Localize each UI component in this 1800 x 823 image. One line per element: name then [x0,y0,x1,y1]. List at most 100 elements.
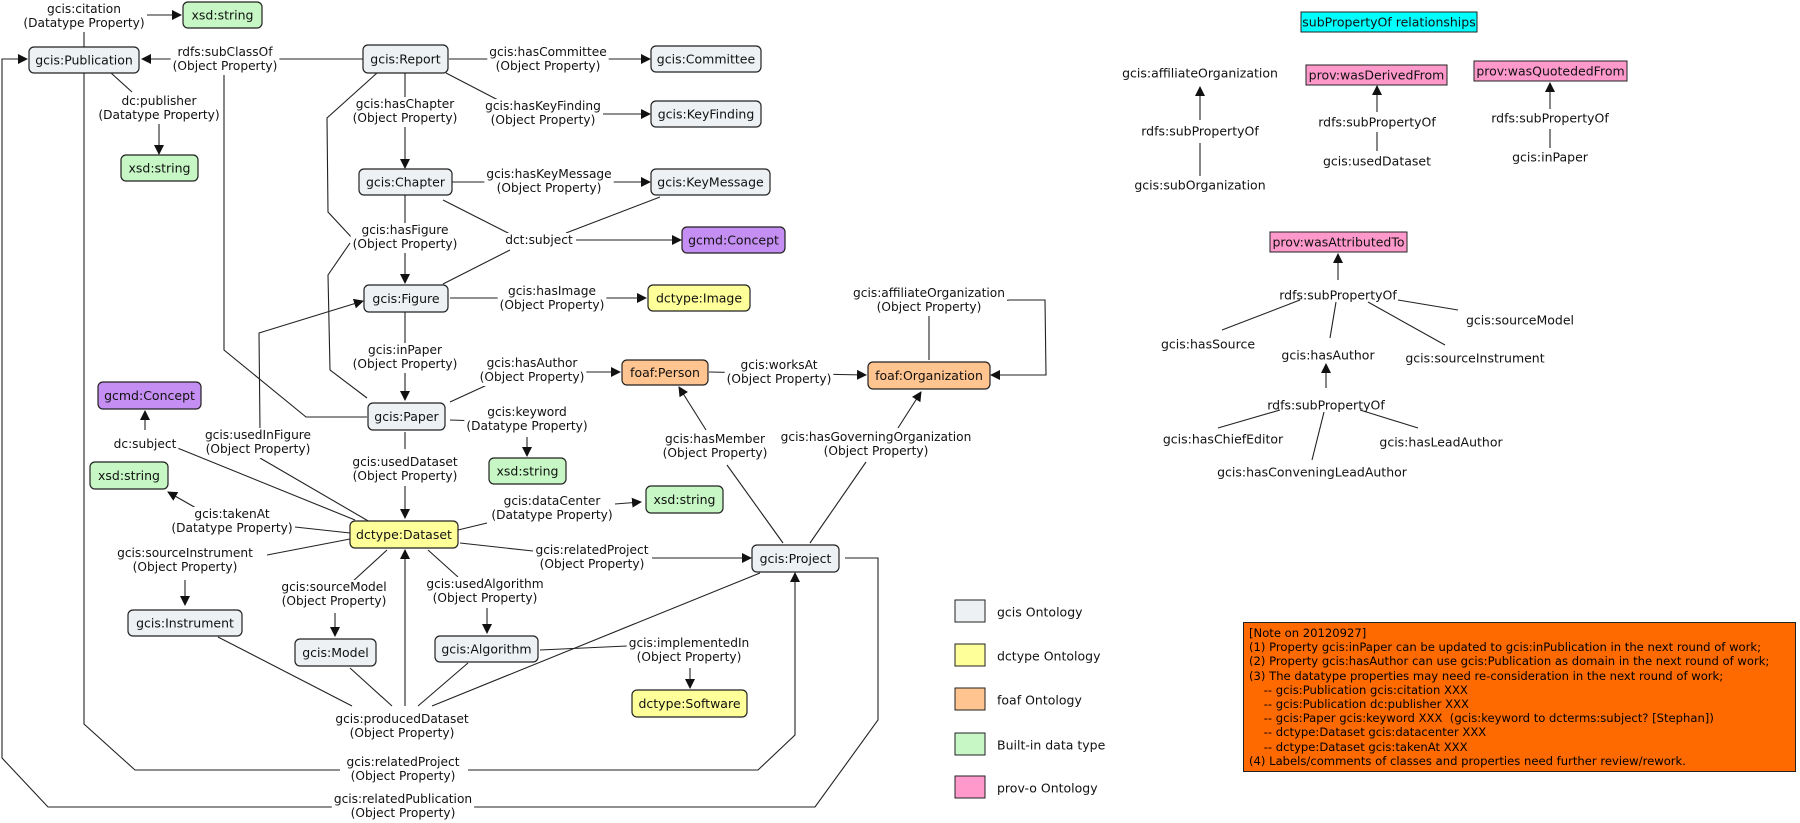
edge-label-line: (Object Property) [663,446,768,460]
sp-edge-4-hasauthor [1329,301,1337,339]
sp-has-convening-lead-author: gcis:hasConveningLeadAuthor [1217,465,1408,480]
edge-implementedin-a [539,645,628,651]
edge-label-line: gcis:producedDataset [335,712,469,726]
sp-affiliate-org: gcis:affiliateOrganization [1122,66,1278,81]
svg-text:xsd:string: xsd:string [129,161,191,176]
edge-label-line: (Datatype Property) [466,419,587,433]
sp-edge-4-sourceinstrument [1367,301,1446,346]
svg-text:gcis:Algorithm: gcis:Algorithm [441,642,531,657]
svg-text:dctype:Software: dctype:Software [638,696,740,711]
node-figure: gcis:Figure [363,284,449,313]
node-publication: gcis:Publication [28,46,140,74]
edge-relatedpublication-a [1,54,336,808]
label-implementedin: gcis:implementedIn(Object Property) [626,636,752,666]
node-xsd-string-pub: xsd:string [120,154,199,182]
edge-label-line: dc:publisher [121,94,197,108]
label-hasfigure: gcis:hasFigure(Object Property) [350,223,460,253]
legend-swatch [954,732,986,756]
edge-takenat-b [294,526,351,534]
edge-relatedproject-pub [83,73,340,771]
note-line: (4) Labels/comments of classes and prope… [1249,753,1686,768]
edge-label-line: gcis:inPaper [368,343,443,357]
edge-label-line: dct:subject [505,233,573,247]
svg-text:gcis:KeyFinding: gcis:KeyFinding [658,107,755,122]
node-keymessage: gcis:KeyMessage [650,168,771,196]
edge-label-line: gcis:hasGoverningOrganization [781,430,972,444]
sp-subpropertyof-3: rdfs:subPropertyOf [1491,111,1609,126]
sp-has-author: gcis:hasAuthor [1281,348,1375,363]
svg-text:xsd:string: xsd:string [192,8,254,23]
edge-label-line: gcis:takenAt [194,507,269,521]
svg-text:prov:wasQuotededFrom: prov:wasQuotededFrom [1476,64,1624,79]
sp-was-attributed-to: prov:wasAttributedTo [1269,231,1408,253]
sp-edge-5-convening [1311,411,1325,461]
label-subclassof: rdfs:subClassOf(Object Property) [170,45,280,75]
sp-was-quoted-from: prov:wasQuotededFrom [1473,60,1628,82]
node-paper: gcis:Paper [367,402,446,431]
sp-has-source: gcis:hasSource [1161,337,1255,352]
svg-text:gcis:Model: gcis:Model [302,645,369,660]
note-line: -- gcis:Paper gcis:keyword XXX (gcis:key… [1249,711,1714,726]
edge-label-line: gcis:sourceInstrument [117,546,253,560]
label-dcsubject: dc:subject [111,437,179,453]
svg-text:prov:wasDerivedFrom: prov:wasDerivedFrom [1309,68,1445,83]
node-xsd-string-top: xsd:string [182,1,263,29]
node-xsd-string-datacenter: xsd:string [645,485,724,514]
edge-label-line: (Datatype Property) [23,16,144,30]
edge-label-line: (Object Property) [353,237,458,251]
legend-label: foaf Ontology [997,693,1082,708]
edge-label-line: (Object Property) [727,372,832,386]
edge-report-hasfigure [326,72,378,241]
edge-label-line: (Object Property) [480,370,585,384]
edge-label-line: rdfs:subClassOf [177,45,273,59]
svg-text:xsd:string: xsd:string [654,492,716,507]
edge-label-line: (Object Property) [353,111,458,125]
edge-label-line: gcis:usedAlgorithm [426,577,543,591]
label-hasmember: gcis:hasMember(Object Property) [660,432,770,462]
edge-label-line: (Object Property) [353,357,458,371]
legend-swatch [954,687,986,711]
edge-relatedproject-ds [459,542,534,552]
label-worksat: gcis:worksAt(Object Property) [724,358,834,388]
edge-dctsubject-figure [442,249,511,285]
node-report: gcis:Report [362,44,449,74]
node-person: foaf:Person [621,359,709,386]
svg-text:gcis:Instrument: gcis:Instrument [136,616,234,631]
label-takenat: gcis:takenAt(Datatype Property) [169,507,295,537]
edge-label-line: (Object Property) [877,300,982,314]
edge-haskeyfinding-a [445,72,499,101]
edge-label-line: gcis:citation [47,2,121,16]
edge-produced-algorithm [417,662,469,707]
edge-label-line: gcis:relatedProject [346,755,459,769]
note-line: -- dctype:Dataset gcis:datacenter XXX [1249,725,1487,740]
edge-governing-b [897,391,922,429]
svg-text:gcis:Project: gcis:Project [760,551,832,566]
edge-label-line: (Object Property) [637,650,742,664]
sp-edge-4-sourcemodel [1397,299,1459,311]
edge-label-line: gcis:relatedPublication [334,792,472,806]
edge-hasfigure-paper [327,242,368,399]
edge-label-line: gcis:dataCenter [504,494,602,508]
edge-label-line: gcis:relatedProject [535,543,648,557]
label-citation: gcis:citation(Datatype Property) [21,2,147,32]
svg-text:gcis:Report: gcis:Report [370,52,441,67]
edge-label-line: gcis:implementedIn [629,636,750,650]
edge-label-line: (Object Property) [350,726,455,740]
edge-label-line: gcis:usedInFigure [205,428,311,442]
edge-relatedproject-pub-b [468,572,800,771]
node-xsd-string-left: xsd:string [89,461,169,490]
edge-label-line: gcis:worksAt [740,358,817,372]
edge-datacenter-b [614,497,642,508]
node-gcmd-concept-main: gcmd:Concept [681,226,786,254]
edge-relatedpublication-b [474,557,879,808]
legend-label: gcis Ontology [997,605,1083,620]
edge-label-line: (Object Property) [173,59,278,73]
legend-label: Built-in data type [997,738,1106,753]
edge-usedinfigure [258,298,364,431]
svg-text:xsd:string: xsd:string [497,464,559,479]
label-haskeymessage: gcis:hasKeyMessage(Object Property) [484,167,614,197]
label-sourcemodel: gcis:sourceModel(Object Property) [279,580,389,610]
edge-label-line: (Datatype Property) [171,521,292,535]
